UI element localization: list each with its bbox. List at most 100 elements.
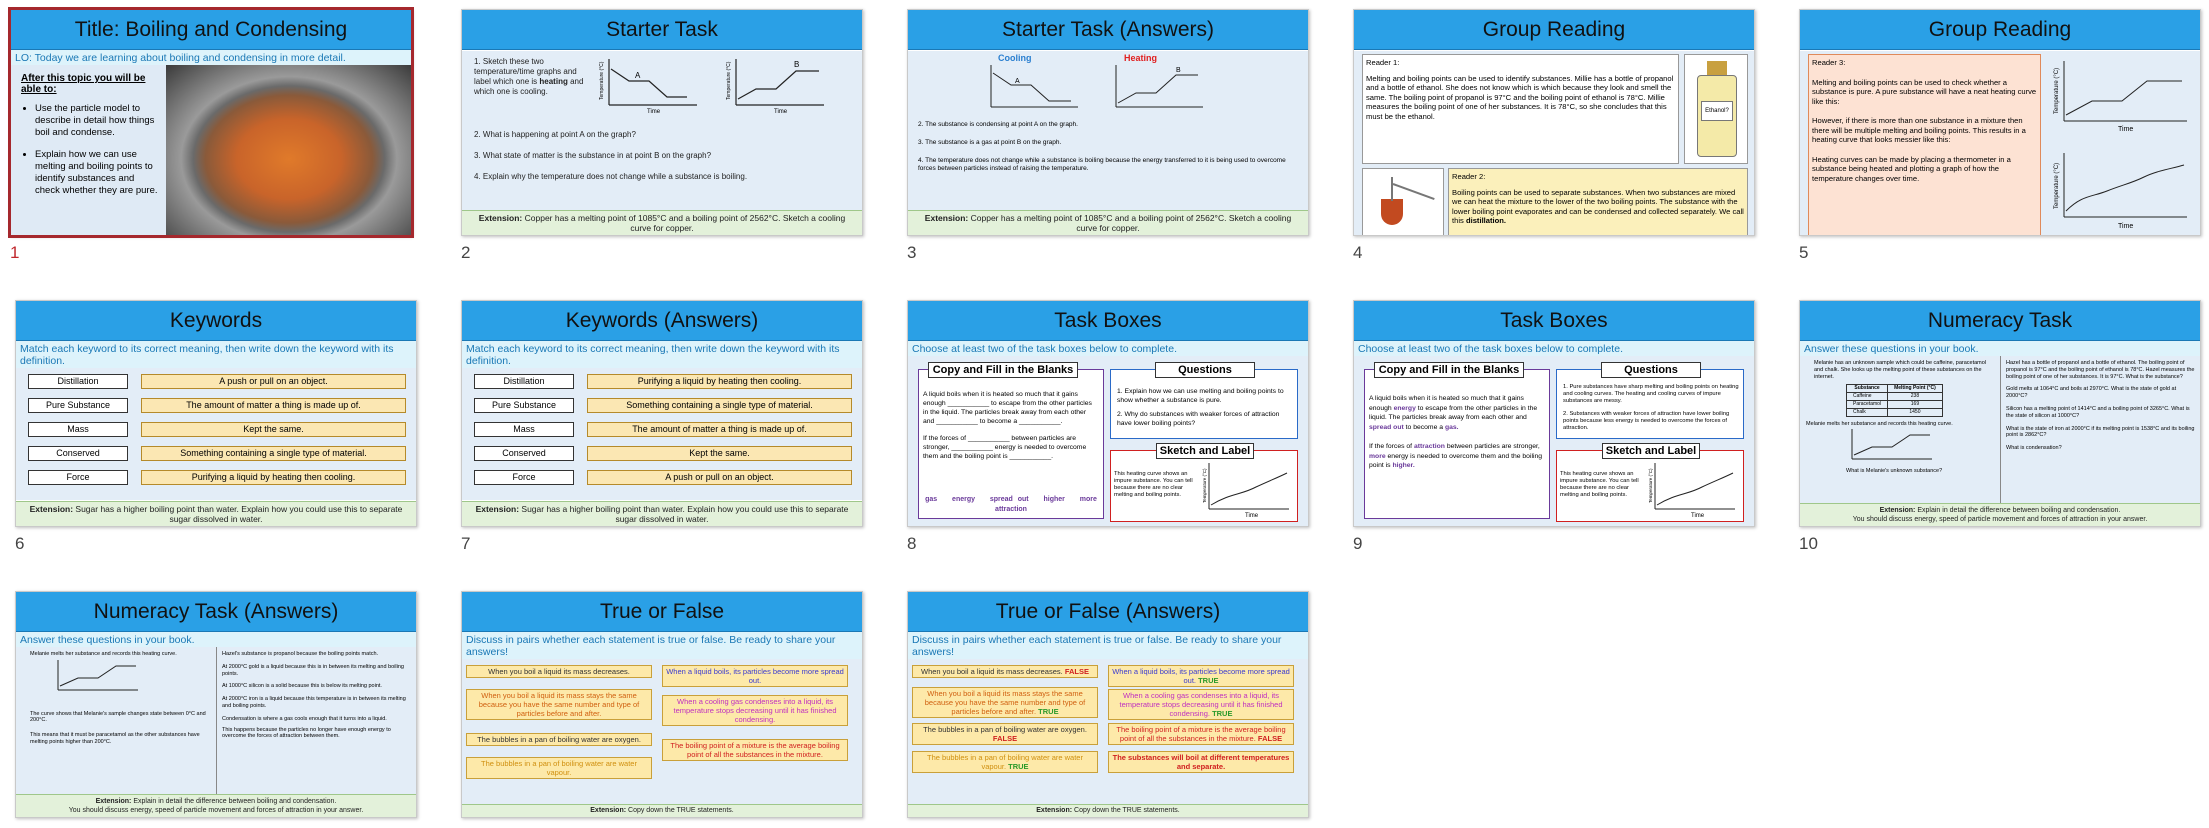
slide-6[interactable]: Keywords Match each keyword to its corre…	[15, 300, 417, 527]
slide-8[interactable]: Task Boxes Choose at least two of the ta…	[907, 300, 1309, 527]
answer-1: 1. Pure substances have sharp melting an…	[1563, 384, 1739, 404]
question-1-end: and which one is cooling.	[474, 77, 584, 96]
statement: The boiling point of a mixture is the av…	[662, 739, 848, 761]
extension-box: Extension: Copper has a melting point of…	[462, 210, 862, 235]
definition: A push or pull on an object.	[587, 470, 852, 485]
slide-thumbnail-3[interactable]: Starter Task (Answers) Cooling Heating A…	[907, 9, 1309, 262]
slide-thumbnail-5[interactable]: Group Reading Reader 3: Melting and boil…	[1799, 9, 2201, 262]
answer-3: At 2000°C gold is a liquid because this …	[222, 663, 404, 677]
question-4: 4. Explain why the temperature does not …	[474, 172, 748, 181]
slide-thumbnail-1[interactable]: Title: Boiling and Condensing LO: Today …	[8, 7, 414, 262]
definition: Purifying a liquid by heating then cooli…	[587, 374, 852, 389]
slide-10[interactable]: Numeracy Task Answer these questions in …	[1799, 300, 2201, 527]
slide-thumbnail-12[interactable]: True or False Discuss in pairs whether e…	[461, 591, 863, 828]
answer-4: 4. The temperature does not change while…	[918, 157, 1286, 172]
answer-6: Condensation is where a gas cools enough…	[222, 715, 387, 722]
statement: When you boil a liquid its mass decrease…	[466, 665, 652, 678]
slide-13[interactable]: True or False (Answers) Discuss in pairs…	[907, 591, 1309, 818]
slide-number: 2	[461, 243, 471, 262]
definition: Kept the same.	[587, 446, 852, 461]
slide-thumbnail-6[interactable]: Keywords Match each keyword to its corre…	[15, 300, 417, 553]
bottle-label: Ethanol?	[1701, 101, 1733, 121]
slide-3[interactable]: Starter Task (Answers) Cooling Heating A…	[907, 9, 1309, 236]
distillation-image	[1362, 168, 1444, 235]
numeracy-q6: What is condensation?	[2006, 445, 2062, 452]
boiling-pan-photo	[166, 65, 411, 235]
keyword: Mass	[28, 422, 128, 437]
slide-title: Task Boxes	[1354, 301, 1754, 341]
svg-text:A: A	[1015, 78, 1020, 85]
slide-title: Keywords	[16, 301, 416, 341]
slide-7[interactable]: Keywords (Answers) Match each keyword to…	[461, 300, 863, 527]
slide-2[interactable]: Starter Task 1. Sketch these two tempera…	[461, 9, 863, 236]
keyword: Mass	[474, 422, 574, 437]
numeracy-q1b: Melanie melts her substance and records …	[1806, 420, 1953, 427]
answer-2: Hazel's substance is propanol because th…	[222, 651, 379, 657]
instructions: Match each keyword to its correct meanin…	[16, 341, 416, 370]
statement: The boiling point of a mixture is the av…	[1108, 723, 1294, 745]
slide-thumbnail-10[interactable]: Numeracy Task Answer these questions in …	[1799, 300, 2201, 553]
slide-9[interactable]: Task Boxes Choose at least two of the ta…	[1353, 300, 1755, 527]
numeracy-q4: Silicon has a melting point of 1414°C an…	[2006, 405, 2190, 419]
slide-number: 5	[1799, 243, 1809, 262]
question-1-emph: heating	[539, 77, 568, 86]
slide-title: True or False	[462, 592, 862, 632]
answer-6b: This happens because the particles no lo…	[222, 726, 391, 740]
instructions: Answer these questions in your book.	[1800, 341, 2200, 358]
answer-2: 2. The substance is condensing at point …	[918, 121, 1078, 128]
slide-title: Title: Boiling and Condensing	[11, 10, 411, 50]
slide-thumbnail-9[interactable]: Task Boxes Choose at least two of the ta…	[1353, 300, 1755, 553]
answer-1b: The curve shows that Melanie's sample ch…	[30, 710, 206, 724]
extension-box: Extension: Sugar has a higher boiling po…	[16, 501, 416, 526]
slide-number: 11	[15, 825, 33, 828]
slide-thumbnail-13[interactable]: True or False (Answers) Discuss in pairs…	[907, 591, 1309, 828]
objective-item: Use the particle model to describe in de…	[35, 103, 161, 139]
slide-5[interactable]: Group Reading Reader 3: Melting and boil…	[1799, 9, 2201, 236]
fill-blank-answer-2: If the forces of attraction between part…	[1369, 443, 1543, 469]
slide-11[interactable]: Numeracy Task (Answers) Answer these que…	[15, 591, 417, 818]
numeracy-q1: Melanie has an unknown sample which coul…	[1814, 360, 1987, 380]
question-2: 2. What is happening at point A on the g…	[474, 130, 636, 139]
reader-3-label: Reader 3:	[1812, 58, 1846, 67]
slide-number: 13	[907, 825, 926, 828]
questions-title: Questions	[1601, 362, 1701, 378]
slide-thumbnail-4[interactable]: Group Reading Reader 1: Melting and boil…	[1353, 9, 1755, 262]
slide-12[interactable]: True or False Discuss in pairs whether e…	[461, 591, 863, 818]
question-3: 3. What state of matter is the substance…	[474, 151, 712, 160]
keyword: Conserved	[474, 446, 574, 461]
answer-3: 3. The substance is a gas at point B on …	[918, 139, 1062, 146]
statement: The bubbles in a pan of boiling water ar…	[466, 757, 652, 779]
fill-blanks-title: Copy and Fill in the Blanks	[928, 362, 1078, 378]
slide-thumbnail-7[interactable]: Keywords (Answers) Match each keyword to…	[461, 300, 863, 553]
slide-thumbnail-11[interactable]: Numeracy Task (Answers) Answer these que…	[15, 591, 417, 828]
extension-box: Extension: Copy down the TRUE statements…	[462, 804, 862, 817]
slide-thumbnail-2[interactable]: Starter Task 1. Sketch these two tempera…	[461, 9, 863, 262]
definition: Something containing a single type of ma…	[587, 398, 852, 413]
heating-graph: B	[1115, 65, 1203, 108]
slide-number: 10	[1799, 534, 1818, 553]
fill-blank-para-2: If the forces of ___________ between par…	[923, 435, 1087, 460]
slide-4[interactable]: Group Reading Reader 1: Melting and boil…	[1353, 9, 1755, 236]
heating-graph: B Temperature (°C) Time	[726, 59, 824, 115]
slide-title: Keywords (Answers)	[462, 301, 862, 341]
svg-text:Temperature (°C): Temperature (°C)	[2054, 163, 2060, 209]
slide-title: Starter Task	[462, 10, 862, 50]
slide-number: 12	[461, 825, 480, 828]
slide-thumbnail-8[interactable]: Task Boxes Choose at least two of the ta…	[907, 300, 1309, 553]
numeracy-q3: Gold melts at 1064°C and boils at 2970°C…	[2006, 386, 2177, 400]
sketch-graph: Time Temperature (°C)	[1202, 463, 1289, 519]
slide-title: True or False (Answers)	[908, 592, 1308, 632]
numeracy-q5: What is the state of iron at 2000°C if i…	[2006, 425, 2195, 439]
y-axis-label: Temperature (°C)	[726, 61, 732, 100]
reader-2-label: Reader 2:	[1452, 172, 1486, 181]
slide-1[interactable]: Title: Boiling and Condensing LO: Today …	[8, 7, 414, 238]
sketch-title: Sketch and Label	[1602, 443, 1700, 459]
extension-box: Extension: Copy down the TRUE statements…	[908, 804, 1308, 817]
svg-text:B: B	[1176, 67, 1181, 74]
statement: When a liquid boils, its particles becom…	[662, 665, 848, 687]
numeracy-q1c: What is Melanie's unknown substance?	[1846, 468, 1943, 475]
y-axis-label: Temperature (°C)	[599, 61, 605, 100]
melanie-curve	[1851, 429, 1932, 460]
